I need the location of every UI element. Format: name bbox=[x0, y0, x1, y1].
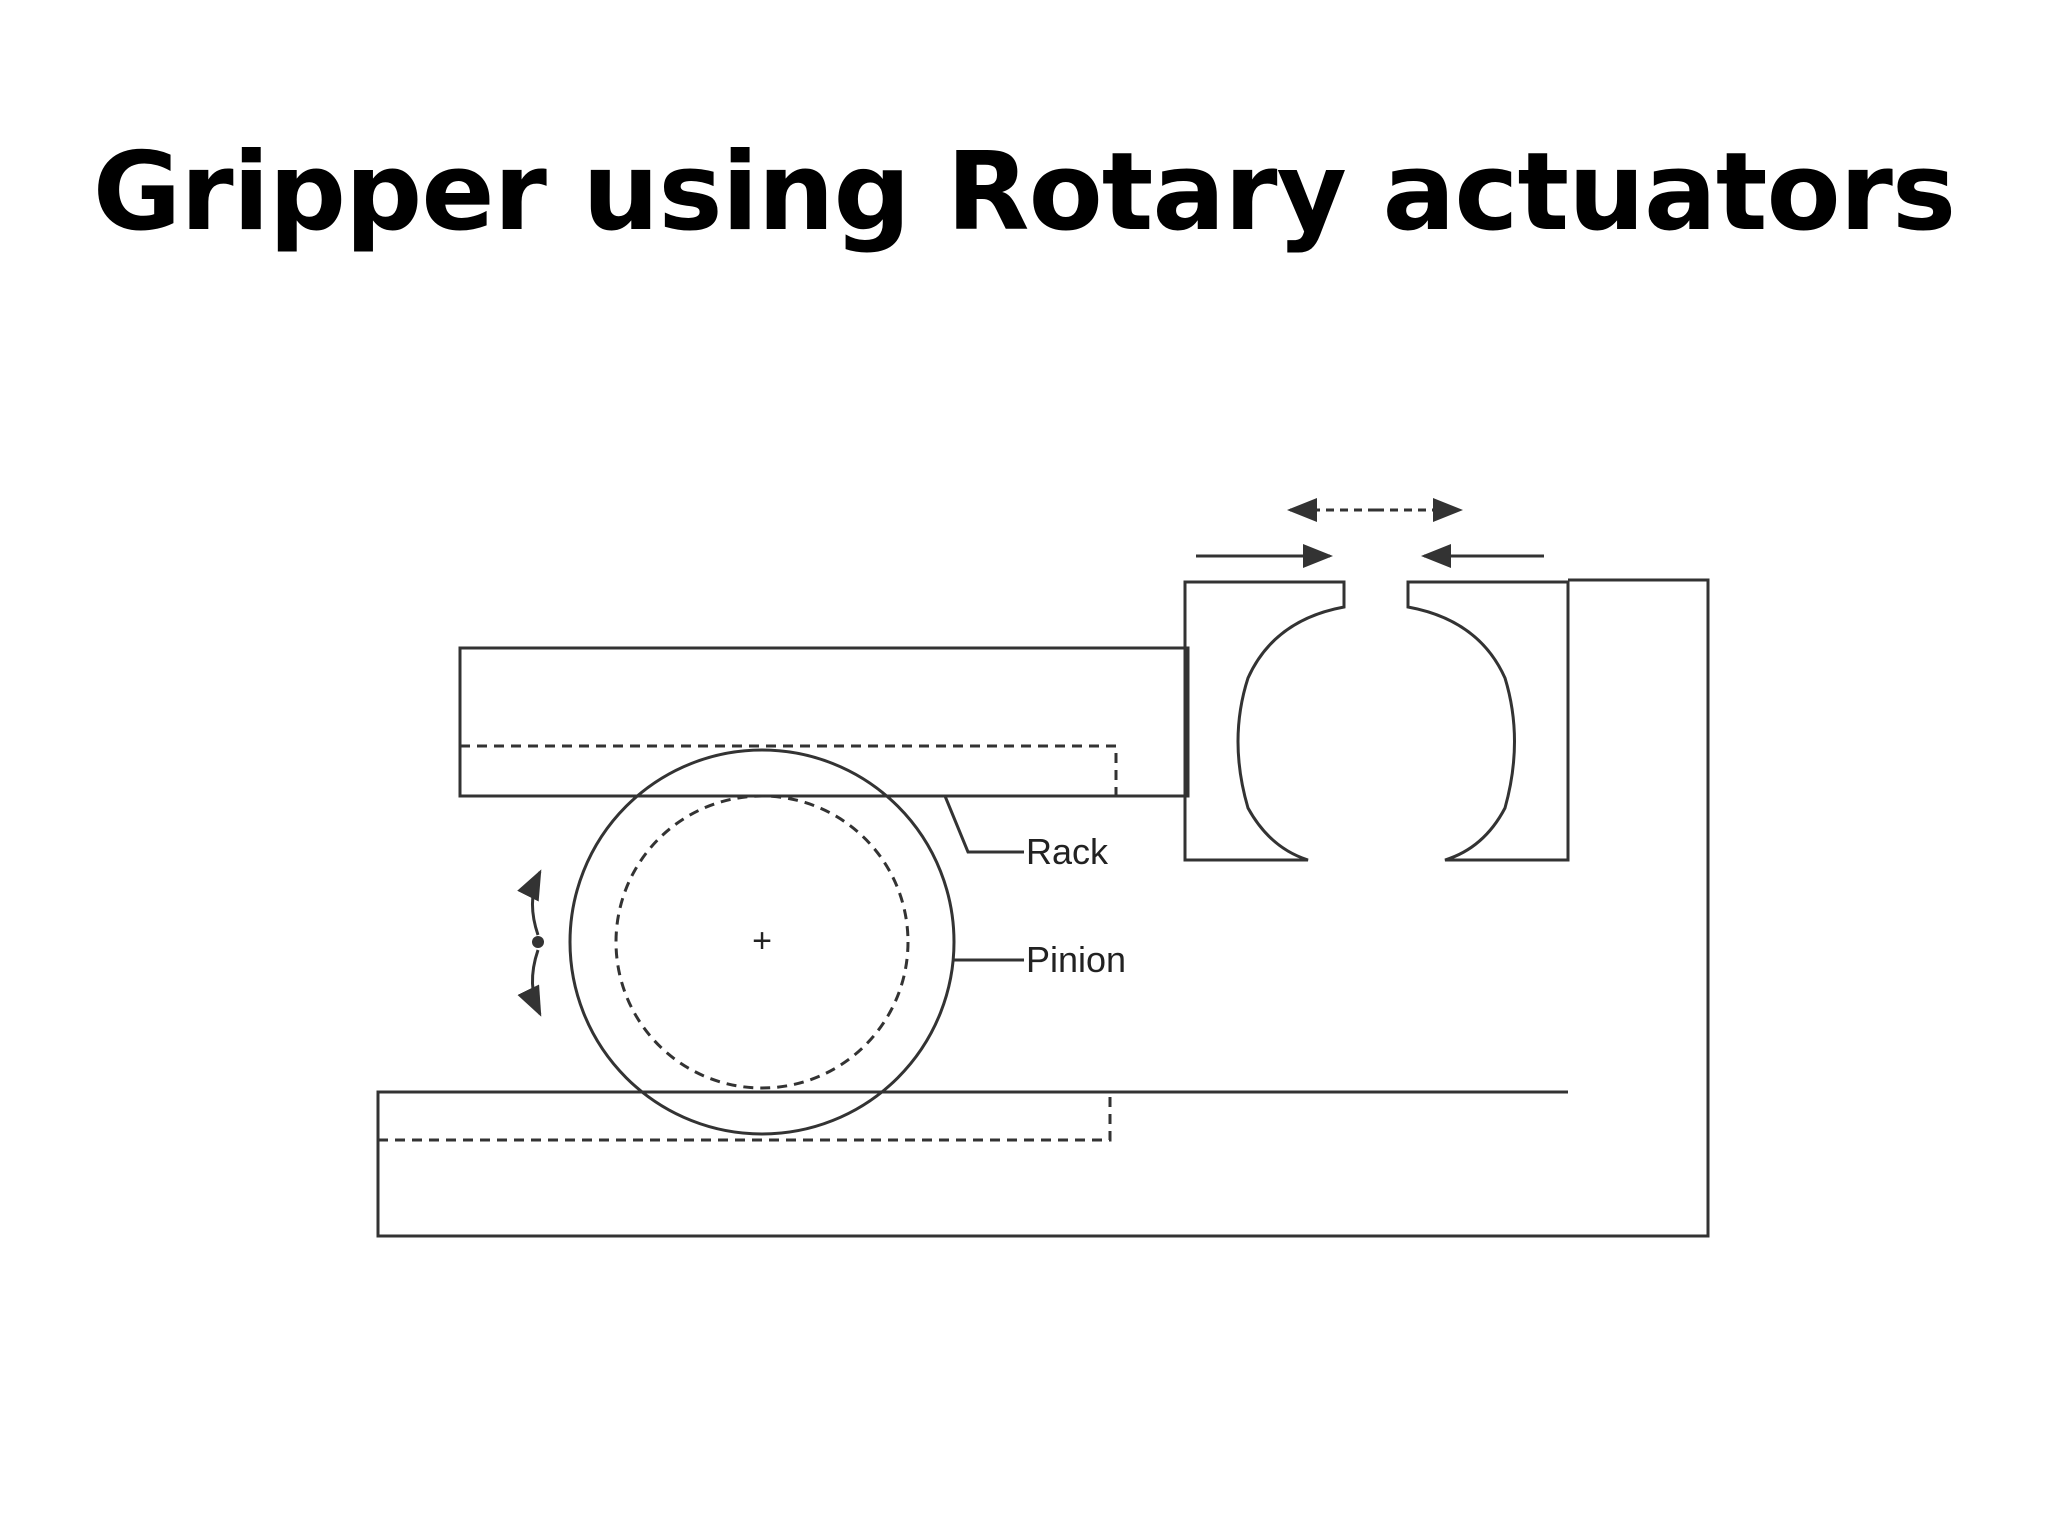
lower-rack-pitch-line bbox=[378, 1092, 1112, 1142]
right-jaw bbox=[1406, 580, 1570, 862]
pinion-outer bbox=[568, 748, 956, 1136]
left-jaw bbox=[1183, 580, 1346, 862]
upper-rack-bar bbox=[458, 646, 1190, 798]
rack-label: Rack bbox=[1026, 831, 1109, 872]
rotation-pivot-dot bbox=[532, 936, 544, 948]
rotation-arrow bbox=[517, 869, 542, 936]
fixed-frame bbox=[376, 578, 1710, 1238]
pinion-pitch-circle bbox=[614, 794, 910, 1090]
rack-leader-line bbox=[943, 795, 1024, 854]
rack-pitch-line bbox=[460, 744, 1118, 796]
rotation-arrow-down bbox=[517, 949, 542, 1017]
slide-title: Gripper using Rotary actuators bbox=[92, 130, 1956, 255]
pinion-center-mark: + bbox=[752, 922, 772, 960]
pinion-label: Pinion bbox=[1026, 939, 1126, 980]
